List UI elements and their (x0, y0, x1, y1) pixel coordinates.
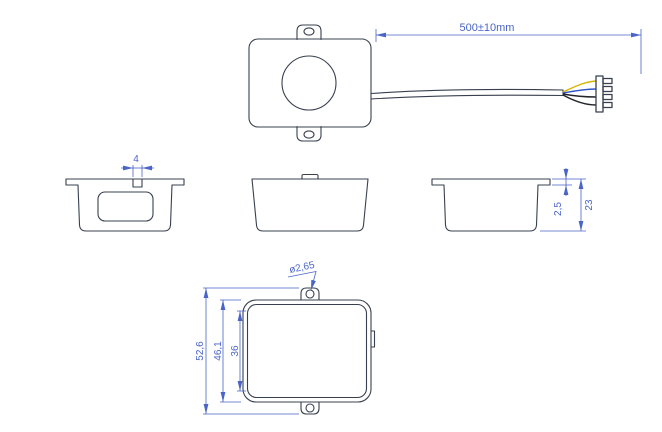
dim-notch-width-label: 4 (133, 154, 139, 165)
dim-overall-depth: 23 (540, 179, 595, 232)
inner-outline (246, 303, 368, 399)
dim-body-length-label: 46,1 (213, 341, 224, 361)
cable (370, 88, 564, 100)
connector (595, 75, 613, 113)
dim-overall-depth-label: 23 (584, 199, 595, 211)
extension-lines (375, 29, 642, 74)
mounting-tab-bottom (300, 401, 320, 415)
side-view-right: 2,5 23 (431, 168, 595, 232)
body-profile (443, 184, 539, 232)
cable-edge-bottom (370, 94, 564, 100)
top-notch (132, 178, 143, 188)
side-view-left: 4 (65, 154, 185, 232)
device-body (248, 38, 372, 128)
mounting-hole-bottom (305, 403, 315, 413)
flange-right-end (171, 178, 185, 186)
wire-black-2 (562, 94, 597, 106)
outer-outline (242, 299, 372, 403)
mounting-tab-top (300, 287, 320, 301)
wire-black (562, 93, 597, 98)
wire-yellow (562, 80, 597, 93)
dim-overall-length: 52,6 (195, 287, 299, 415)
dim-inner-length-label: 36 (230, 345, 241, 357)
sensor-lens-circle (281, 55, 337, 111)
dim-notch-width: 4 (121, 154, 154, 177)
dim-flange-thickness-label: 2,5 (553, 202, 564, 216)
dim-overall-length-label: 52,6 (195, 341, 206, 361)
mounting-hole-top (303, 27, 315, 36)
body-profile (251, 178, 369, 232)
wire-blue (562, 88, 597, 94)
leader-line (287, 270, 317, 291)
connector-wires (562, 80, 597, 106)
cable-edge-top (370, 88, 564, 95)
dim-body-length: 46,1 (213, 299, 241, 403)
connector-pins (602, 77, 613, 109)
top-tab-bump (301, 173, 319, 180)
mounting-hole-top (305, 289, 315, 299)
dim-hole-diameter-label: ø2,65 (288, 260, 316, 276)
dim-cable-length: 500±10mm (375, 22, 642, 74)
flange-left-end (65, 178, 79, 186)
connector-housing (595, 75, 604, 113)
flange-right-end (537, 178, 551, 186)
bottom-view: 52,6 46,1 36 ø2,65 (195, 260, 376, 415)
connector-opening (97, 191, 154, 222)
body-profile (77, 184, 173, 232)
extension-lines (203, 287, 299, 415)
mounting-tab-bottom (296, 125, 322, 142)
mounting-hole-bottom (303, 130, 315, 139)
dim-inner-length: 36 (230, 310, 246, 392)
side-view-middle (251, 173, 369, 232)
top-view: 500±10mm (248, 22, 642, 142)
dim-cable-length-label: 500±10mm (460, 22, 515, 34)
extension-lines (132, 165, 143, 177)
dim-hole-diameter: ø2,65 (287, 260, 317, 291)
side-tab (370, 330, 376, 348)
flange-left-end (431, 178, 445, 186)
mounting-tab-top (296, 24, 322, 41)
